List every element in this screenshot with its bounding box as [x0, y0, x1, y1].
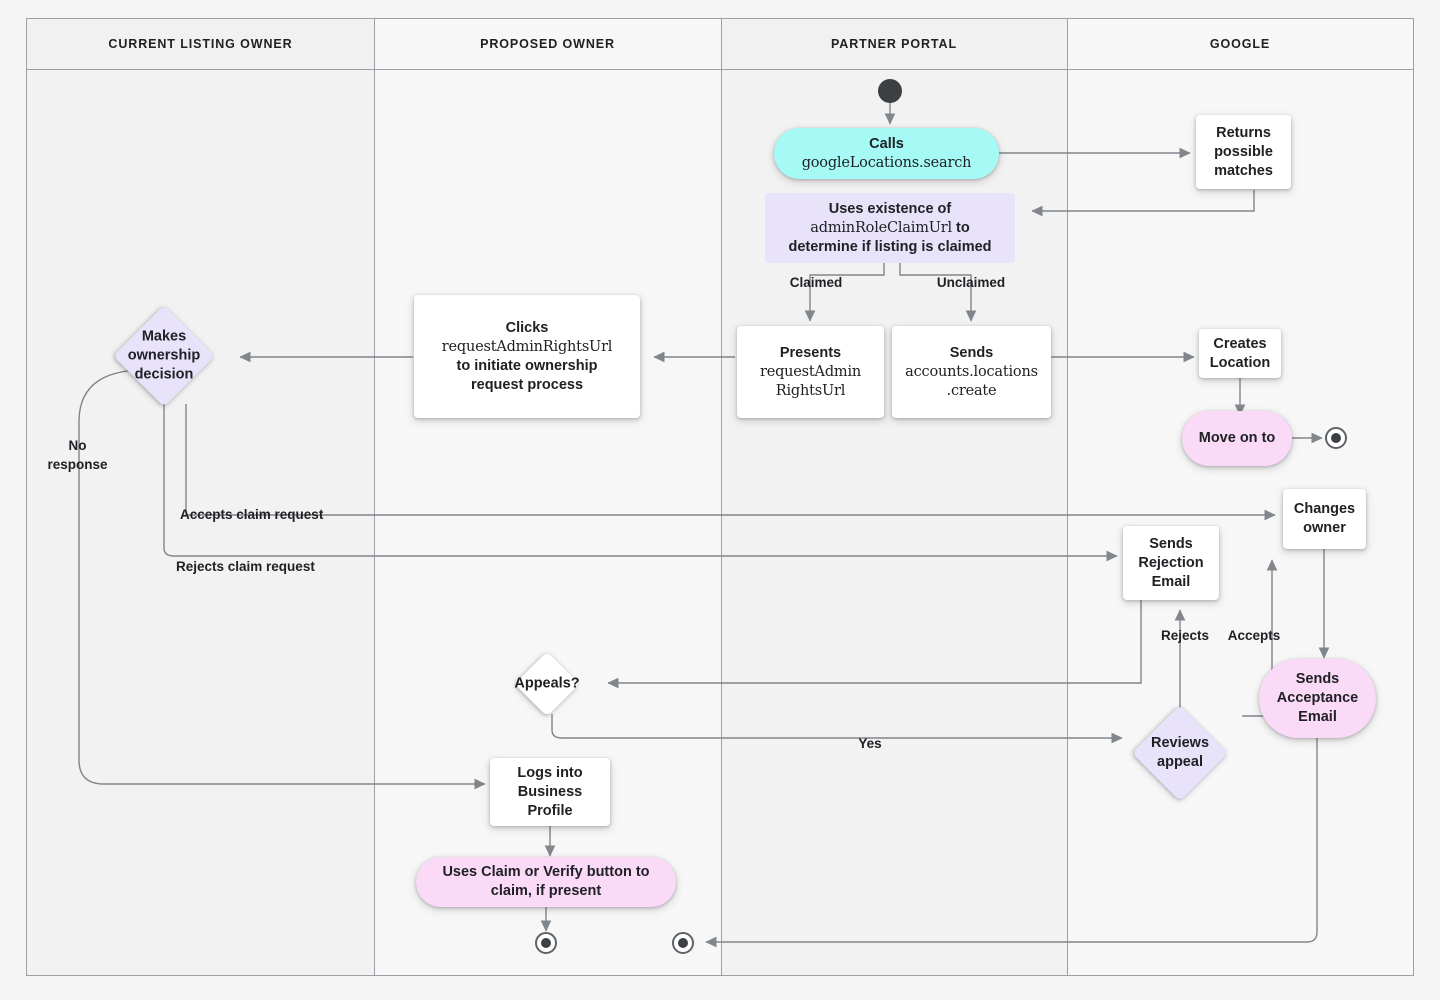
node-presents-request-admin-rights-url[interactable]: Presents requestAdmin RightsUrl — [737, 326, 884, 418]
node-line-2: appeal — [1157, 754, 1203, 770]
edge-label-claimed: Claimed — [789, 275, 843, 290]
edge-label-rejects: Rejects — [1160, 628, 1210, 643]
node-line-title: Clicks — [505, 319, 549, 336]
node-line-1: Makes — [141, 328, 187, 345]
node-line-1: Creates — [1213, 335, 1267, 352]
node-line-1: Logs into — [517, 764, 583, 781]
node-line-api: googleLocations.search — [801, 154, 972, 171]
node-line-2: possible — [1214, 143, 1273, 160]
end-state-dot-proposed-owner — [535, 932, 557, 954]
node-label: Appeals? — [514, 675, 580, 692]
lane-label: PARTNER PORTAL — [830, 37, 958, 51]
node-line-api-1: accounts.locations — [905, 363, 1038, 380]
node-line-api-2: .create — [946, 382, 997, 399]
node-creates-location[interactable]: Creates Location — [1199, 329, 1281, 378]
lane-header-partner-portal: PARTNER PORTAL — [721, 19, 1067, 70]
node-line-title: Calls — [869, 135, 904, 152]
node-line-1: Uses existence of — [828, 200, 952, 217]
lane-header-current-listing-owner: CURRENT LISTING OWNER — [27, 19, 374, 70]
node-line-3: decision — [134, 366, 194, 383]
edge-label-rejects-claim-request: Rejects claim request — [176, 559, 315, 574]
node-line-4: request process — [470, 376, 584, 393]
edge-label-yes: Yes — [858, 736, 882, 751]
node-sends-accounts-locations-create[interactable]: Sends accounts.locations .create — [892, 326, 1051, 418]
node-line-3: Email — [1151, 573, 1191, 590]
node-line-1: Sends — [1149, 535, 1193, 552]
start-state-dot — [878, 79, 902, 103]
node-line-2: Location — [1209, 354, 1271, 371]
node-line-title: Sends — [949, 344, 994, 361]
node-sends-rejection-email[interactable]: Sends Rejection Email — [1123, 526, 1219, 600]
node-line-3: matches — [1214, 162, 1273, 179]
lane-header-google: GOOGLE — [1067, 19, 1413, 70]
node-uses-claim-or-verify-button[interactable]: Uses Claim or Verify button to claim, if… — [416, 857, 676, 907]
node-line-1: Reviews — [1150, 735, 1210, 751]
node-line-1: Sends — [1295, 671, 1340, 687]
node-line-2: Business — [517, 783, 583, 800]
lane-label: CURRENT LISTING OWNER — [108, 37, 293, 51]
lane-label: GOOGLE — [1209, 37, 1271, 51]
edge-label-no-response: No response — [47, 438, 108, 472]
lane-divider — [721, 19, 722, 975]
node-line-3: Profile — [527, 802, 573, 819]
lane-body-current-listing-owner — [27, 19, 374, 975]
node-sends-acceptance-email[interactable]: Sends Acceptance Email — [1259, 659, 1376, 738]
node-line-3: Email — [1298, 709, 1337, 725]
node-move-on-to[interactable]: Move on to — [1182, 411, 1292, 466]
node-line-title: Presents — [779, 344, 842, 361]
edge-label-accepts: Accepts — [1227, 628, 1281, 643]
node-line-api-2: RightsUrl — [775, 382, 846, 399]
edge-label-unclaimed: Unclaimed — [936, 275, 1006, 290]
node-changes-owner[interactable]: Changes owner — [1283, 489, 1366, 549]
node-line-api-1: requestAdmin — [759, 363, 862, 380]
node-line-3: to initiate ownership — [456, 357, 598, 374]
node-returns-possible-matches[interactable]: Returns possible matches — [1196, 115, 1291, 189]
node-line-2: Rejection — [1138, 554, 1204, 571]
node-label: Makes ownership decision — [106, 328, 222, 385]
node-line-2-tail: to — [951, 219, 970, 236]
lane-header-proposed-owner: PROPOSED OWNER — [374, 19, 721, 70]
lane-label: PROPOSED OWNER — [480, 37, 615, 51]
node-reviews-appeal[interactable]: Reviews appeal — [1131, 704, 1229, 802]
node-line-api: requestAdminRightsUrl — [441, 338, 613, 355]
node-line-2: Acceptance — [1276, 690, 1359, 706]
edge-label-accepts-claim-request: Accepts claim request — [180, 507, 324, 522]
node-label: Reviews appeal — [1124, 734, 1236, 772]
node-line-1: Returns — [1216, 124, 1271, 141]
node-uses-existence-of-admin-role-claim-url[interactable]: Uses existence of adminRoleClaimUrl to d… — [765, 193, 1015, 263]
node-calls-google-locations-search[interactable]: Calls googleLocations.search — [774, 128, 999, 179]
end-state-dot-partner-portal — [672, 932, 694, 954]
node-line-3: determine if listing is claimed — [788, 238, 992, 255]
end-state-dot-google — [1325, 427, 1347, 449]
node-line-1: Uses Claim or Verify button to — [442, 864, 650, 880]
node-logs-into-business-profile[interactable]: Logs into Business Profile — [490, 758, 610, 826]
node-line-1: Changes — [1293, 501, 1356, 517]
node-clicks-request-admin-rights-url[interactable]: Clicks requestAdminRightsUrl to initiate… — [414, 295, 640, 418]
node-makes-ownership-decision[interactable]: Makes ownership decision — [113, 305, 215, 407]
node-label: Move on to — [1198, 430, 1276, 446]
node-line-2: owner — [1303, 520, 1346, 536]
lane-body-proposed-owner — [374, 19, 721, 975]
node-appeals-decision[interactable]: Appeals? — [514, 651, 580, 717]
lane-divider — [1067, 19, 1068, 975]
node-line-api: adminRoleClaimUrl — [810, 219, 952, 236]
node-line-2: ownership — [127, 347, 201, 364]
node-line-2: claim, if present — [490, 883, 602, 899]
lane-divider — [374, 19, 375, 975]
